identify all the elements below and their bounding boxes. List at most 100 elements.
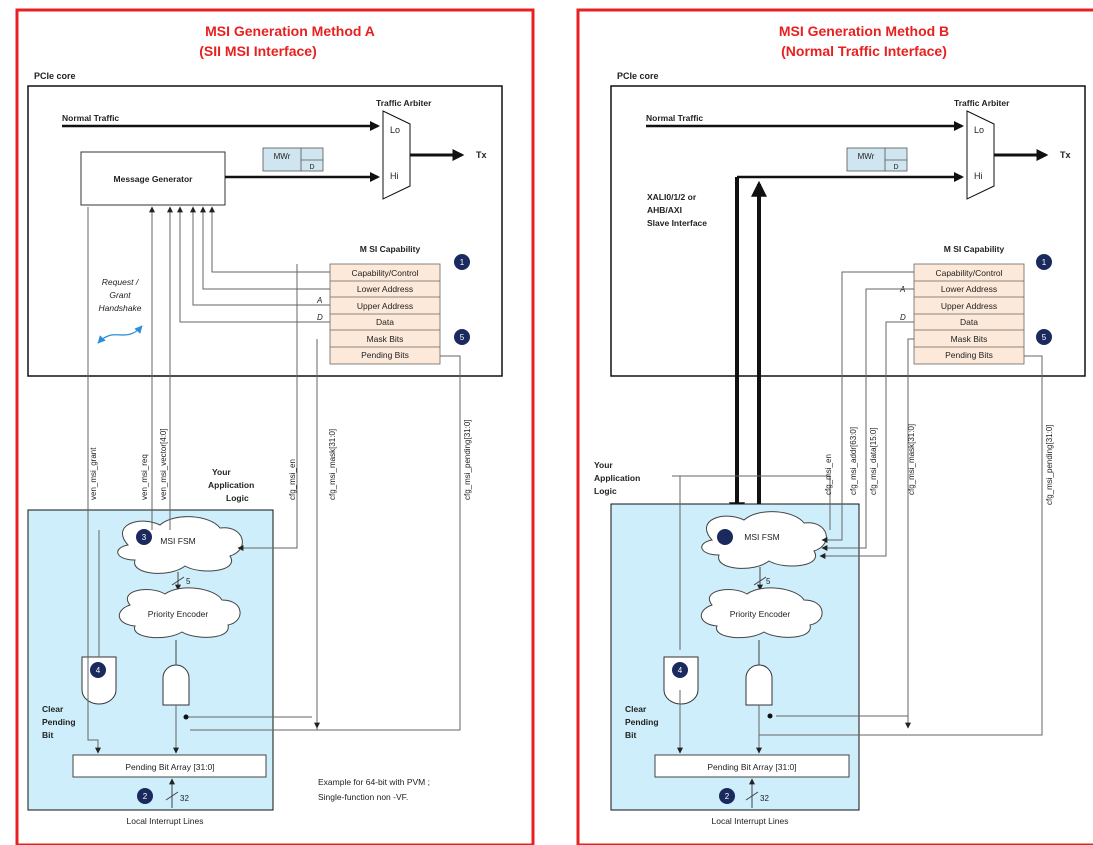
svg-text:Bit: Bit [42,730,54,740]
app-logic-label: Your Application Logic [594,460,640,496]
addr-a-label: A [316,296,322,305]
traffic-arbiter-label: Traffic Arbiter [954,98,1010,108]
tx-label: Tx [1060,150,1071,160]
badge: 1 [1036,254,1052,270]
msi-row: Pending Bits [945,350,993,360]
svg-text:4: 4 [678,666,683,675]
clear-pending-label: Clear Pending Bit [42,704,76,740]
badge: 5 [1036,329,1052,345]
app-logic-label: Your Application Logic [208,467,254,503]
and-gate [162,664,190,706]
local-interrupt-label: Local Interrupt Lines [711,816,788,826]
signal-label: cfg_msi_data[15:0] [869,427,878,495]
svg-text:2: 2 [143,792,148,801]
svg-text:Request /: Request / [102,277,140,287]
fsm-badge [717,529,733,545]
mwr-packet [262,147,324,172]
mux-hi-label: Hi [974,171,983,181]
panel-b-frame [576,8,1093,845]
msi-row: Capability/Control [351,268,418,278]
message-generator-label: Message Generator [114,174,194,184]
bus-32-label: 32 [180,794,189,803]
priority-encoder-cloud [700,587,823,639]
svg-text:5: 5 [1042,333,1047,342]
svg-text:4: 4 [96,666,101,675]
bus-5-label: 5 [766,577,771,586]
mux-lo-label: Lo [974,125,984,135]
traffic-arbiter-label: Traffic Arbiter [376,98,432,108]
svg-text:Your: Your [594,460,613,470]
panel-a: MSI Generation Method A (SII MSI Interfa… [15,8,535,845]
svg-text:1: 1 [1042,258,1047,267]
clear-pending-label: Clear Pending Bit [625,704,659,740]
mux-lo-label: Lo [390,125,400,135]
svg-text:Handshake: Handshake [98,303,141,313]
svg-text:2: 2 [725,792,730,801]
svg-text:Clear: Clear [42,704,64,714]
svg-text:Pending: Pending [42,717,76,727]
signal-label: cfg_msi_mask[31:0] [907,424,916,495]
svg-text:5: 5 [460,333,465,342]
svg-text:Logic: Logic [594,486,617,496]
svg-text:Clear: Clear [625,704,647,714]
data-d-label: D [317,313,323,322]
traffic-arbiter-mux [966,110,995,200]
signal-label: cfg_msi_pending[31:0] [463,420,472,501]
msi-row: Mask Bits [367,334,404,344]
pcie-core-label: PCIe core [617,71,659,81]
panel-b: MSI Generation Method B (Normal Traffic … [576,8,1093,845]
msi-capability-table: Capability/Control Lower Address Upper A… [329,263,441,365]
traffic-arbiter-mux [382,110,411,200]
msi-capability-label: M SI Capability [944,244,1005,254]
panel-b-title-1: MSI Generation Method B [779,23,949,39]
svg-text:Pending: Pending [625,717,659,727]
svg-text:Your: Your [212,467,231,477]
example-note-2: Single-function non -VF. [318,792,408,802]
panel-b-title-2: (Normal Traffic Interface) [781,43,947,59]
handshake-arrow [97,325,143,344]
signal-label: ven_msi_req [140,454,149,500]
signal-label: ven_msi_vector[4:0] [159,428,168,500]
data-d-label: D [900,313,906,322]
svg-text:1: 1 [460,258,465,267]
signal-label: cfg_msi_addr[63:0] [849,427,858,495]
signal-label: cfg_msi_pending[31:0] [1045,425,1054,506]
mwr-d-label: D [893,164,898,171]
handshake-label: Request / Grant Handshake [98,277,141,313]
svg-text:Slave Interface: Slave Interface [647,218,707,228]
msi-row: Lower Address [357,284,413,294]
mwr-packet [846,147,908,172]
pending-bit-array-label: Pending Bit Array [31:0] [707,762,796,772]
normal-traffic-label: Normal Traffic [646,113,703,123]
mwr-d-label: D [309,164,314,171]
panel-a-frame [15,8,535,845]
svg-text:Application: Application [208,480,254,490]
msi-row: Mask Bits [951,334,988,344]
badge: 4 [672,662,688,678]
panel-a-title-1: MSI Generation Method A [205,23,375,39]
signal-label: ven_msi_grant [89,447,98,500]
svg-text:Logic: Logic [226,493,249,503]
slave-interface-label: XALI0/1/2 or AHB/AXI Slave Interface [647,192,707,228]
message-generator [80,151,226,206]
mwr-label: MWr [858,152,875,161]
msi-row: Data [960,317,978,327]
svg-text:3: 3 [142,533,147,542]
svg-text:Bit: Bit [625,730,637,740]
svg-text:XALI0/1/2 or: XALI0/1/2 or [647,192,697,202]
msi-row: Capability/Control [935,268,1002,278]
example-note-1: Example for 64-bit with PVM ; [318,777,430,787]
msi-row: Data [376,317,394,327]
msi-capability-table: Capability/Control Lower Address Upper A… [913,263,1025,365]
pcie-core-label: PCIe core [34,71,76,81]
msi-capability-label: M SI Capability [360,244,421,254]
panel-a-signal-labels: ven_msi_grant ven_msi_req ven_msi_vector… [89,420,472,501]
msi-row: Pending Bits [361,350,409,360]
tx-label: Tx [476,150,487,160]
badge: 2 [719,788,735,804]
badge: 4 [90,662,106,678]
badge: 1 [454,254,470,270]
bus-32-label: 32 [760,794,769,803]
pcie-core-box [610,85,1086,377]
